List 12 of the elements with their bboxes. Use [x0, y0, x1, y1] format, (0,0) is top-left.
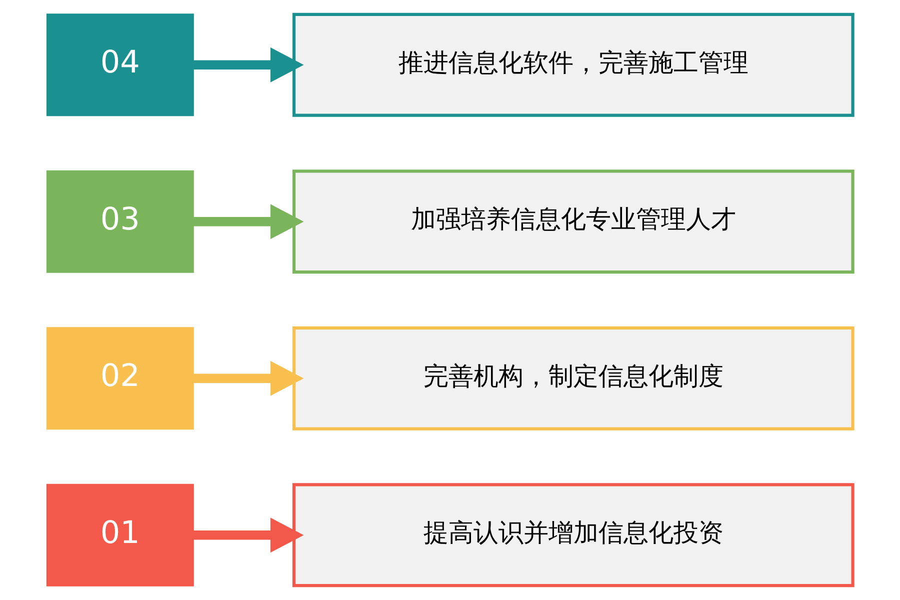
arrow [194, 518, 304, 553]
node-box: 02 [46, 327, 194, 430]
node-box: 推进信息化软件，完善施工管理 [292, 12, 854, 117]
node-box: 03 [46, 170, 194, 273]
node-box: 04 [46, 14, 194, 116]
arrow [194, 204, 304, 240]
node-box: 完善机构，制定信息化制度 [292, 326, 854, 430]
node-box: 加强培养信息化专业管理人才 [292, 170, 854, 274]
arrow [194, 47, 304, 82]
arrow [194, 360, 304, 396]
node-box: 01 [46, 484, 194, 586]
node-box: 提高认识并增加信息化投资 [292, 483, 854, 588]
